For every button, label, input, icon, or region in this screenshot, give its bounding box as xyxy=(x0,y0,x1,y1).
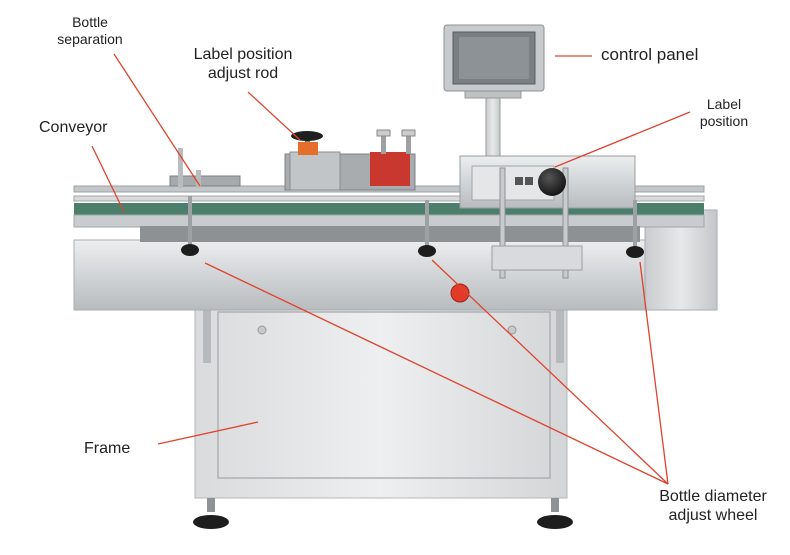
label-bottle-separation-line1: Bottle xyxy=(72,14,108,30)
leg-right xyxy=(551,498,559,512)
label-bdw-line1: Bottle diameter xyxy=(659,488,767,505)
leader-frame xyxy=(157,421,259,445)
label-roll-housing xyxy=(289,151,341,191)
separation-post-2 xyxy=(196,170,201,188)
bottle-separation-unit xyxy=(169,175,241,187)
leader-conveyor xyxy=(91,145,125,213)
frame-door xyxy=(217,311,551,479)
label-position-plate xyxy=(471,165,555,201)
label-position-knob xyxy=(538,168,566,196)
label-position-screw-1 xyxy=(515,177,523,185)
adjust-post-center xyxy=(425,200,429,246)
leader-label-position-adjust-rod xyxy=(247,91,301,141)
adjust-post-right xyxy=(633,200,637,246)
label-adjust-rod-line2: adjust rod xyxy=(207,64,279,82)
under-belt-mechanics xyxy=(140,226,640,242)
door-screw-left xyxy=(257,325,267,335)
sensor-cap-left xyxy=(376,129,391,137)
label-label-position-line1: Label xyxy=(706,96,742,112)
bottle-diameter-wheel-left xyxy=(181,244,199,256)
leader-wheel-center xyxy=(431,259,669,485)
side-bracket-right xyxy=(556,305,564,363)
label-position-rod-right xyxy=(562,167,569,279)
machine-body xyxy=(73,239,715,311)
control-panel-pole xyxy=(485,95,501,159)
conveyor-belt-edge xyxy=(73,214,705,228)
foot-left xyxy=(193,515,229,529)
adjust-post-left xyxy=(188,196,192,246)
label-roll-red xyxy=(370,152,410,186)
label-label-position-line2: position xyxy=(699,112,749,129)
sensor-cap-right xyxy=(401,129,416,137)
label-adjust-rod-line1: Label position xyxy=(193,46,293,63)
leg-left xyxy=(207,498,215,512)
side-bracket-left xyxy=(203,305,211,363)
emergency-stop-button xyxy=(450,283,470,303)
label-bdw-line2: adjust wheel xyxy=(668,506,758,524)
foot-right xyxy=(537,515,573,529)
label-frame: Frame xyxy=(84,440,131,457)
label-bottle-separation-line2: separation xyxy=(57,30,123,47)
sensor-post-right xyxy=(406,134,411,154)
bottle-diameter-wheel-center xyxy=(418,245,436,257)
label-control-panel: control panel xyxy=(601,45,699,64)
separation-post xyxy=(178,148,183,188)
label-bottle-diameter-adjust-wheel: Bottle diameter adjust wheel xyxy=(638,488,788,526)
label-position-screw-2 xyxy=(525,177,533,185)
label-bottle-separation: Bottle separation xyxy=(30,14,150,47)
label-label-position: Label position xyxy=(672,96,776,129)
adjust-rod-collar xyxy=(298,142,318,155)
leader-wheel-left xyxy=(204,262,669,485)
control-panel-screen-glare xyxy=(459,37,529,79)
leader-bottle-separation xyxy=(113,53,201,187)
label-conveyor: Conveyor xyxy=(39,119,108,136)
door-screw-right xyxy=(507,325,517,335)
conveyor-rail-bottom xyxy=(73,195,705,202)
sensor-post-left xyxy=(381,134,386,154)
leader-wheel-right xyxy=(639,261,669,485)
label-label-position-adjust-rod: Label position adjust rod xyxy=(168,46,318,84)
leader-label-position xyxy=(554,111,691,168)
bottle-diameter-wheel-right xyxy=(626,246,644,258)
label-position-bracket xyxy=(491,245,583,271)
label-position-rod-left xyxy=(499,167,506,279)
